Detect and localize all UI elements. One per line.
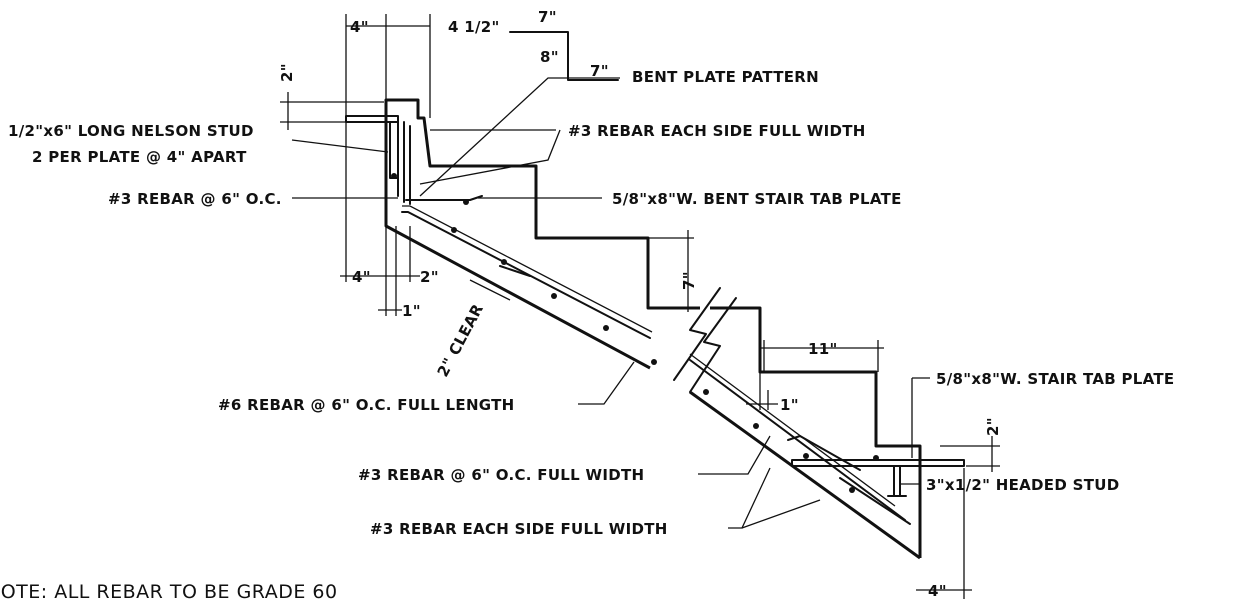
callout-nelson-stud-2: 2 PER PLATE @ 4" APART — [32, 148, 247, 166]
callout-headed-stud: 3"x1/2" HEADED STUD — [926, 476, 1119, 494]
callout-rebar-each-side-top: #3 REBAR EACH SIDE FULL WIDTH — [568, 122, 866, 140]
callout-bent-plate-pattern: BENT PLATE PATTERN — [632, 68, 819, 86]
callout-nelson-stud-1: 1/2"x6" LONG NELSON STUD — [8, 122, 254, 140]
dim-riser-7: 7" — [680, 271, 698, 290]
general-note: NOTE: ALL REBAR TO BE GRADE 60 — [0, 581, 338, 599]
dim-bot-1: 1" — [402, 302, 421, 320]
dim-top-4-5: 4 1/2" — [448, 18, 500, 36]
callout-labels: BENT PLATE PATTERN 1/2"x6" LONG NELSON S… — [8, 68, 1174, 538]
dim-bot-2: 2" — [420, 268, 439, 286]
callout-stair-tab-plate: 5/8"x8"W. STAIR TAB PLATE — [936, 370, 1174, 388]
dim-plate-7a: 7" — [538, 8, 557, 26]
leader-lines — [291, 77, 930, 529]
callout-rebar-3-oc: #3 REBAR @ 6" O.C. — [108, 190, 282, 208]
callout-rebar-6: #6 REBAR @ 6" O.C. FULL LENGTH — [218, 396, 515, 414]
dim-plate-8: 8" — [540, 48, 559, 66]
dimension-lines — [280, 14, 1000, 599]
dim-clear: 2" CLEAR — [434, 301, 487, 380]
break-symbol — [673, 287, 737, 393]
dim-tread-11: 11" — [808, 340, 838, 358]
callout-rebar-each-side-bottom: #3 REBAR EACH SIDE FULL WIDTH — [370, 520, 668, 538]
callout-rebar-3-full-width: #3 REBAR @ 6" O.C. FULL WIDTH — [358, 466, 644, 484]
callout-bent-tab-plate: 5/8"x8"W. BENT STAIR TAB PLATE — [612, 190, 902, 208]
bent-plate-pattern-glyph — [509, 31, 619, 81]
dim-foot-4: 4" — [928, 582, 947, 599]
dim-top-4: 4" — [350, 18, 369, 36]
dim-bot-4: 4" — [352, 268, 371, 286]
dim-left-2: 2" — [278, 63, 296, 82]
dim-right-2: 2" — [984, 417, 1002, 436]
stair-outline — [384, 98, 922, 560]
plates — [345, 115, 965, 525]
rebar — [391, 119, 906, 521]
dim-low-1: 1" — [780, 396, 799, 414]
dim-plate-7b: 7" — [590, 62, 609, 80]
